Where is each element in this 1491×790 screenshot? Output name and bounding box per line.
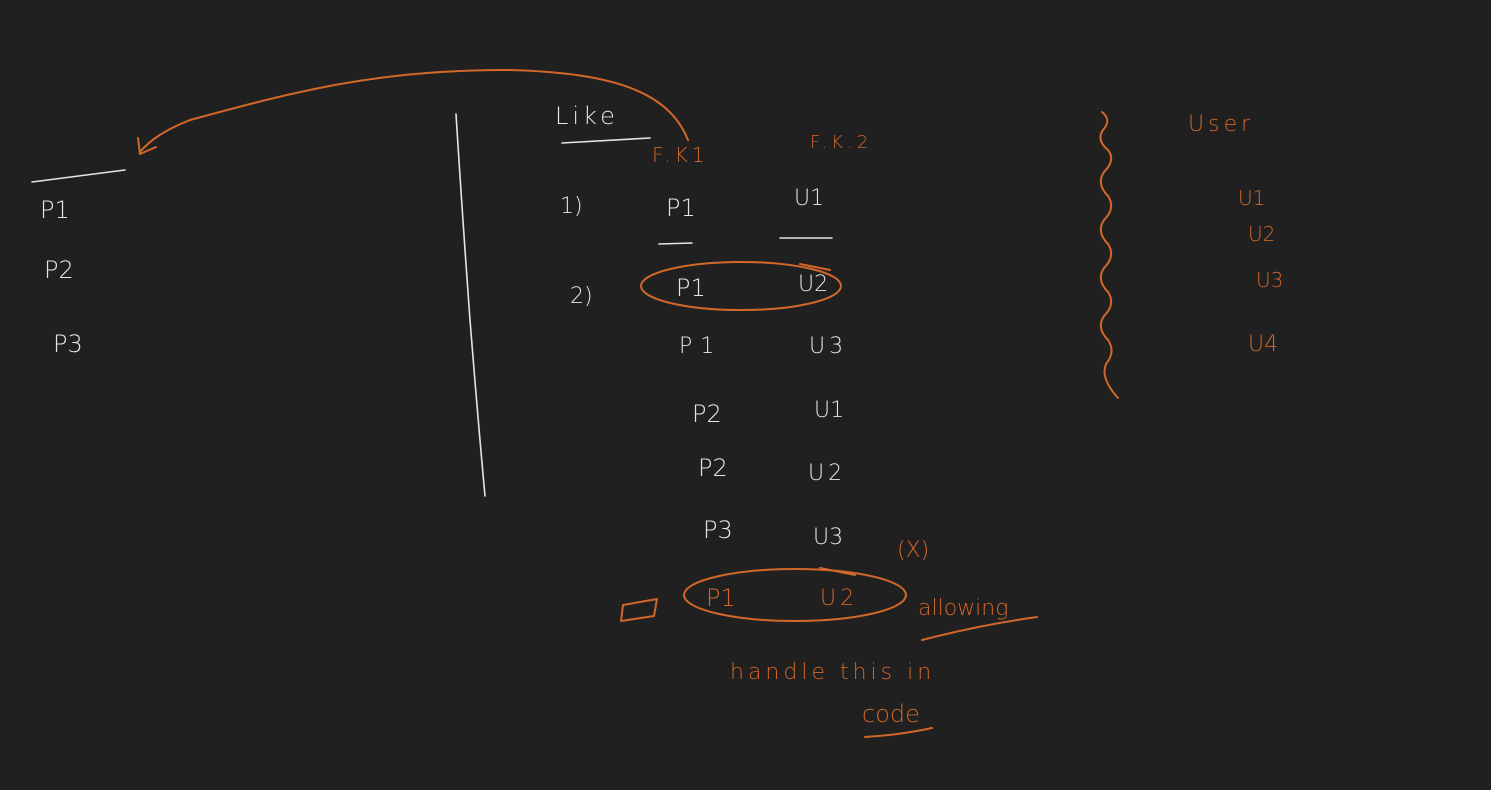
allowing-underline	[921, 616, 1038, 641]
foreign-key-arrow-curve	[139, 69, 689, 153]
duplicate-row-post: P1	[706, 584, 736, 612]
user-row-2: U2	[1248, 222, 1276, 246]
like-row-6-post: P3	[703, 516, 733, 544]
like-title-underline	[561, 137, 651, 144]
highlight-ellipse-row2-tail	[799, 263, 831, 271]
foreign-key-arrow-head	[137, 137, 157, 155]
user-table-wavy-line	[1099, 111, 1119, 399]
like-row-5-user: U2	[808, 461, 847, 486]
note-code: code	[862, 700, 920, 728]
left-table-row-3: P3	[53, 330, 83, 358]
user-row-3: U3	[1256, 268, 1284, 292]
note-allowing: allowing	[918, 596, 1009, 621]
vertical-divider-line	[455, 113, 486, 497]
note-handle-this-in: handle this in	[730, 660, 936, 685]
like-row-1-post: P1	[666, 194, 696, 222]
like-row-3-user: U3	[809, 334, 848, 359]
like-table-title: Like	[555, 102, 619, 130]
like-row-4-user: U1	[814, 398, 845, 423]
left-table-header-line	[31, 169, 126, 183]
like-row-5-post: P2	[698, 454, 728, 482]
like-row-3-post: P1	[679, 334, 723, 359]
like-row-2-post: P1	[676, 274, 706, 302]
like-row-2-user: U2	[798, 272, 829, 297]
like-marker-2: 2)	[570, 284, 593, 309]
left-table-row-1: P1	[40, 196, 70, 224]
like-row-4-post: P2	[692, 400, 722, 428]
cross-mark: (X)	[897, 538, 930, 563]
left-table-row-2: P2	[44, 256, 74, 284]
duplicate-row-user: U2	[820, 586, 859, 611]
like-fk2-label: F.K.2	[810, 132, 873, 153]
user-row-4: U4	[1248, 332, 1279, 357]
like-fk1-label: F.K1	[652, 143, 709, 167]
duplicate-row-marker-box	[620, 598, 658, 622]
highlight-ellipse-duplicate	[683, 568, 907, 622]
like-row1-p-underline	[658, 242, 693, 245]
highlight-ellipse-duplicate-tail	[819, 567, 856, 576]
like-marker-1: 1)	[560, 194, 583, 219]
highlight-ellipse-row2	[640, 261, 842, 311]
like-row-1-user: U1	[794, 186, 825, 211]
code-underline	[864, 727, 933, 738]
user-table-title: User	[1188, 112, 1255, 137]
user-row-1: U1	[1238, 186, 1266, 210]
like-row-6-user: U3	[813, 525, 844, 550]
